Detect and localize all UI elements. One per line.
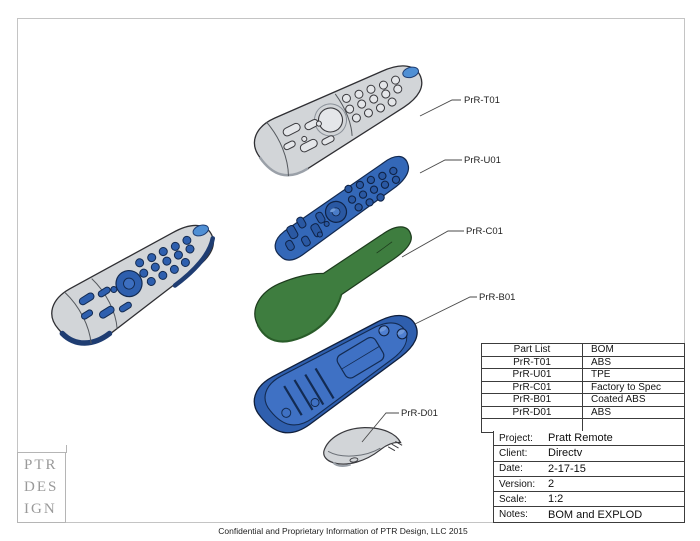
project-field-label: Client: bbox=[499, 447, 528, 459]
table-row: PrR-C01 Factory to Spec bbox=[482, 381, 684, 394]
project-field-label: Date: bbox=[499, 463, 523, 475]
top-housing-part bbox=[253, 65, 423, 177]
project-row: Project: Pratt Remote bbox=[494, 431, 684, 447]
pcb-part bbox=[254, 226, 412, 343]
keypad-dpad bbox=[324, 200, 348, 223]
top-housing-ir-tip bbox=[402, 66, 419, 79]
project-field-label: Notes: bbox=[499, 509, 528, 521]
part-cell: PrR-B01 bbox=[482, 394, 583, 406]
table-row: PrR-D01 ABS bbox=[482, 406, 684, 419]
keypad-buttons bbox=[344, 166, 401, 212]
logo-line: IGN bbox=[24, 501, 57, 517]
assembled-dpad bbox=[115, 269, 143, 298]
part-label-c01: PrR-C01 bbox=[466, 226, 503, 237]
project-row: Scale: 1:2 bbox=[494, 492, 684, 508]
assembled-button-grid bbox=[135, 235, 195, 286]
part-cell-empty bbox=[482, 419, 583, 432]
bottom-housing-ribs bbox=[283, 367, 335, 416]
part-cell: PrR-D01 bbox=[482, 406, 583, 418]
project-field-value: 2-17-15 bbox=[548, 462, 586, 475]
material-cell-empty bbox=[583, 419, 684, 432]
bottom-housing-part bbox=[253, 314, 418, 434]
top-housing-button-holes bbox=[341, 75, 403, 123]
leader-line-c01 bbox=[401, 230, 464, 258]
part-label-u01: PrR-U01 bbox=[464, 155, 501, 166]
project-row: Date: 2-17-15 bbox=[494, 462, 684, 477]
leader-line-b01 bbox=[414, 296, 477, 325]
confidentiality-notice: Confidential and Proprietary Information… bbox=[218, 526, 468, 536]
part-list-header-material: BOM bbox=[591, 344, 614, 355]
part-cell: PrR-U01 bbox=[482, 369, 583, 381]
part-list-header-row: Part List BOM bbox=[482, 344, 684, 357]
project-field-label: Version: bbox=[499, 478, 536, 490]
part-label-t01: PrR-T01 bbox=[464, 95, 500, 106]
material-cell: TPE bbox=[591, 369, 611, 380]
project-field-value: BOM and EXPLOD bbox=[548, 508, 643, 521]
material-cell: ABS bbox=[591, 356, 612, 368]
project-field-label: Project: bbox=[499, 432, 533, 444]
table-row: PrR-B01 Coated ABS bbox=[482, 394, 684, 407]
material-cell: Coated ABS bbox=[591, 394, 646, 405]
ptr-design-logo: PTR DES IGN bbox=[17, 452, 66, 523]
assembled-ir-tip bbox=[192, 224, 209, 237]
leader-line-d01 bbox=[361, 412, 399, 443]
keypad-left-cylinders bbox=[285, 211, 330, 251]
project-info-table: Project: Pratt Remote Client: Directv Da… bbox=[493, 431, 685, 523]
battery-door-shell bbox=[323, 427, 402, 465]
part-label-d01: PrR-D01 bbox=[401, 408, 438, 419]
bottom-housing-posts bbox=[281, 325, 408, 418]
project-row: Version: 2 bbox=[494, 477, 684, 493]
keypad-part bbox=[274, 155, 410, 261]
project-field-value: 2 bbox=[548, 478, 555, 491]
project-row: Notes: BOM and EXPLOD bbox=[494, 507, 684, 523]
project-row: Client: Directv bbox=[494, 446, 684, 462]
project-field-value: 1:2 bbox=[548, 493, 564, 506]
part-cell: PrR-T01 bbox=[482, 356, 583, 368]
top-housing-left-slots bbox=[282, 118, 335, 153]
logo-line: PTR bbox=[24, 457, 58, 473]
project-field-value: Directv bbox=[548, 447, 583, 460]
part-list-header-part: Part List bbox=[482, 344, 583, 356]
project-field-value: Pratt Remote bbox=[548, 432, 613, 445]
part-labels: PrR-T01 PrR-U01 PrR-C01 PrR-B01 PrR-D01 bbox=[401, 95, 515, 419]
leader-line-t01 bbox=[419, 99, 461, 117]
material-cell: Factory to Spec bbox=[591, 381, 662, 393]
battery-door-part bbox=[323, 427, 403, 467]
leader-line-u01 bbox=[419, 159, 462, 174]
table-row: PrR-T01 ABS bbox=[482, 356, 684, 369]
project-field-label: Scale: bbox=[499, 493, 527, 505]
table-row-empty bbox=[482, 419, 684, 432]
material-cell: ABS bbox=[591, 406, 612, 418]
logo-line: DES bbox=[24, 479, 59, 495]
logo-box-tick bbox=[66, 445, 67, 453]
part-cell: PrR-C01 bbox=[482, 381, 583, 393]
part-list-table: Part List BOM PrR-T01 ABS PrR-U01 TPE Pr… bbox=[481, 343, 685, 433]
part-label-b01: PrR-B01 bbox=[479, 292, 515, 303]
assembled-left-buttons bbox=[78, 286, 132, 320]
assembled-remote-view bbox=[51, 224, 216, 346]
drawing-border-frame bbox=[17, 18, 685, 523]
table-row: PrR-U01 TPE bbox=[482, 369, 684, 382]
